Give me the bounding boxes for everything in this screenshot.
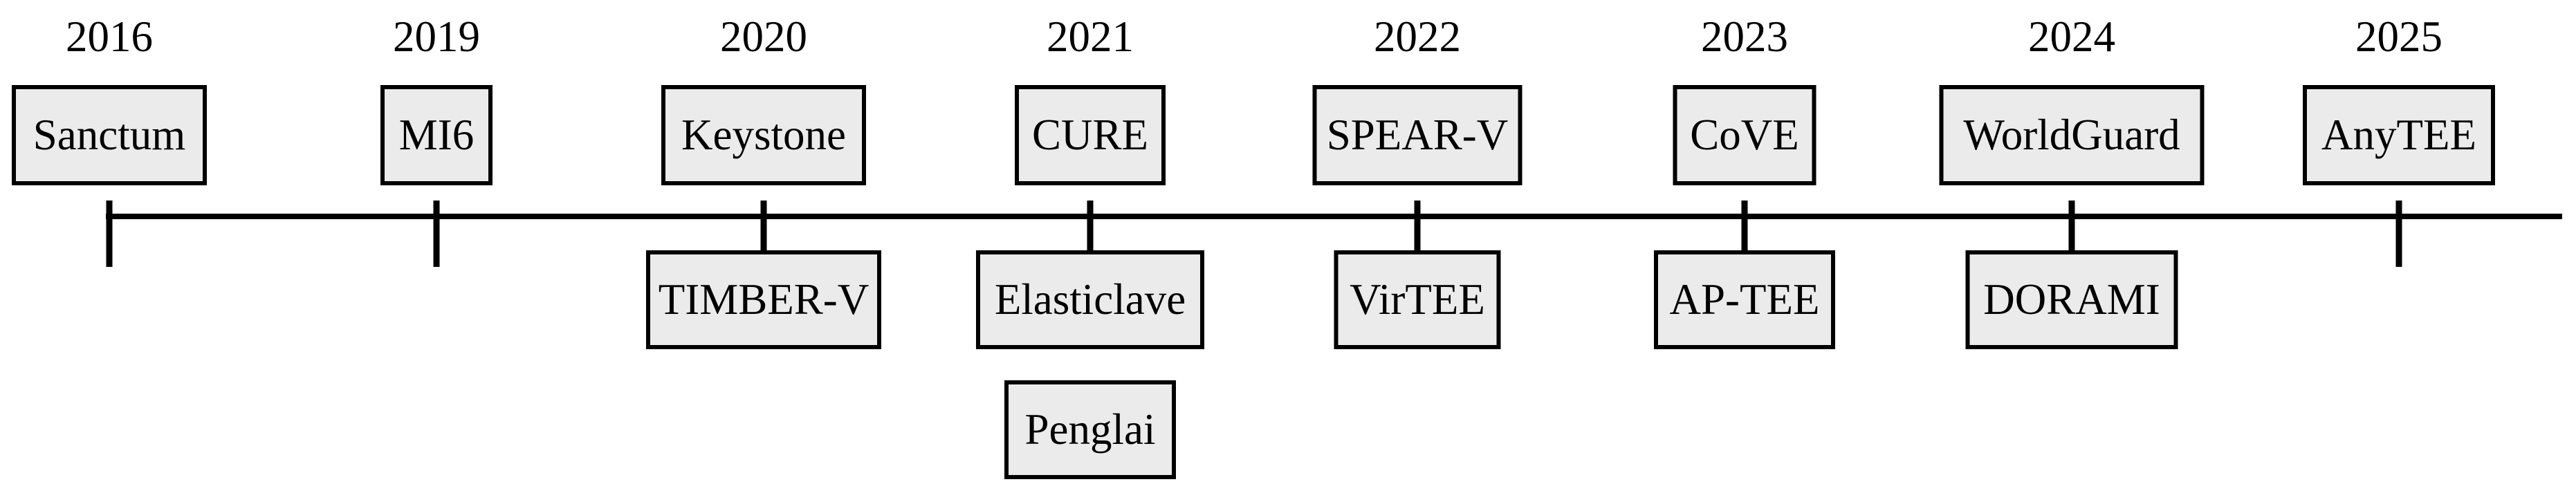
year-label-2016: 2016 [66, 12, 153, 61]
year-label-2022: 2022 [1374, 12, 1461, 61]
timeline-box-label: DORAMI [1983, 275, 2160, 324]
year-label-2020: 2020 [720, 12, 807, 61]
year-label-2023: 2023 [1701, 12, 1788, 61]
year-tick-2016 [106, 201, 113, 267]
timeline-box-label: AnyTEE [2321, 111, 2476, 159]
timeline-box-cure: CURE [1015, 85, 1166, 185]
year-label-2025: 2025 [2355, 12, 2442, 61]
timeline-box-label: Keystone [681, 111, 846, 159]
timeline-box-label: TIMBER-V [658, 275, 870, 324]
timeline-box-label: SPEAR-V [1326, 111, 1509, 159]
timeline-box-worldguard: WorldGuard [1939, 85, 2205, 185]
timeline-box-label: VirTEE [1350, 275, 1485, 324]
year-tick-2019 [433, 201, 440, 267]
timeline-box-label: AP-TEE [1669, 275, 1820, 324]
year-tick-2021 [1087, 201, 1094, 253]
year-tick-2024 [2068, 201, 2075, 253]
timeline-box-label: Elasticlave [994, 275, 1186, 324]
timeline-box-anytee: AnyTEE [2303, 85, 2495, 185]
timeline-box-cove: CoVE [1673, 85, 1816, 185]
timeline-axis [106, 214, 2562, 219]
timeline-box-timber-v: TIMBER-V [646, 250, 881, 349]
timeline-box-ap-tee: AP-TEE [1654, 250, 1835, 349]
timeline-box-penglai: Penglai [1004, 380, 1176, 479]
timeline-box-mi6: MI6 [380, 85, 493, 185]
timeline-box-spear-v: SPEAR-V [1312, 85, 1522, 185]
timeline-box-label: MI6 [398, 111, 475, 159]
timeline-box-label: WorldGuard [1963, 111, 2180, 159]
timeline-box-sanctum: Sanctum [12, 85, 207, 185]
timeline-box-label: Sanctum [33, 111, 186, 159]
year-label-2021: 2021 [1047, 12, 1134, 61]
year-label-2019: 2019 [393, 12, 480, 61]
timeline-box-dorami: DORAMI [1965, 250, 2178, 349]
year-tick-2023 [1741, 201, 1748, 253]
timeline-box-label: CURE [1031, 111, 1149, 159]
timeline-box-label: CoVE [1690, 111, 1799, 159]
timeline-box-elasticlave: Elasticlave [976, 250, 1204, 349]
timeline-box-keystone: Keystone [661, 85, 866, 185]
year-tick-2022 [1414, 201, 1421, 253]
year-tick-2020 [760, 201, 767, 253]
timeline-box-label: Penglai [1024, 405, 1156, 454]
year-label-2024: 2024 [2028, 12, 2115, 61]
timeline-box-virtee: VirTEE [1334, 250, 1501, 349]
year-tick-2025 [2395, 201, 2402, 267]
